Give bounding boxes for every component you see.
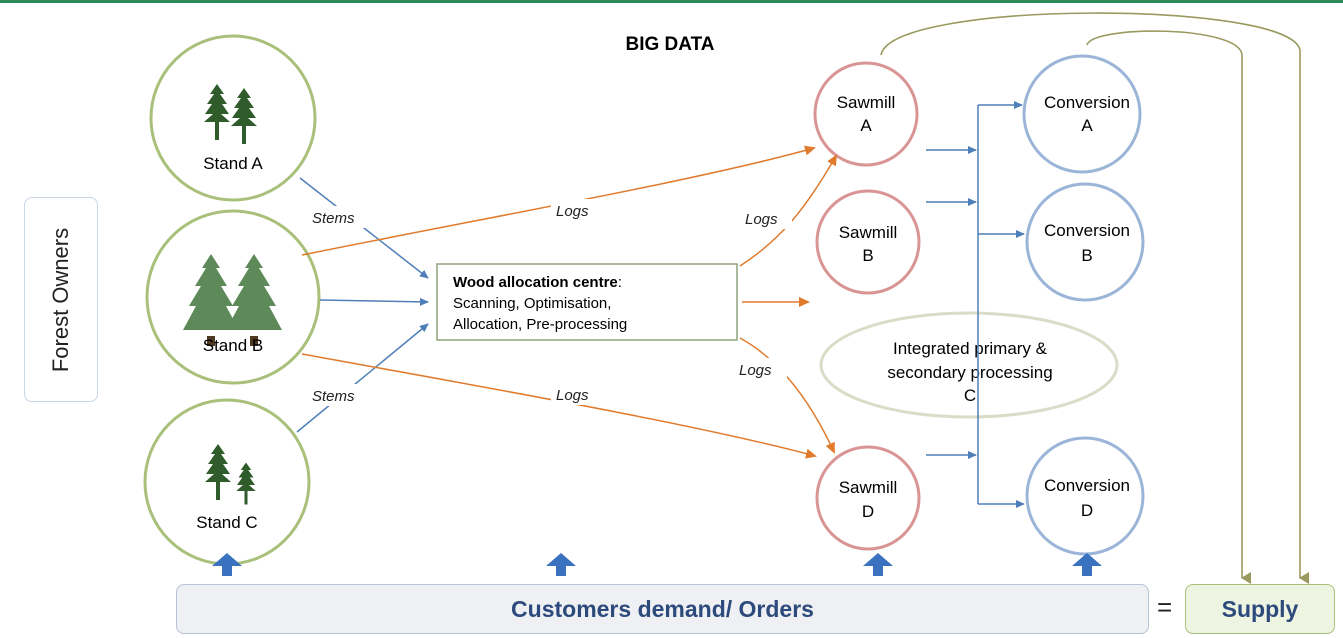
- sawmill-a-circle: [813, 61, 919, 167]
- diagram-title: BIG DATA: [625, 34, 714, 55]
- logs-top-label: Logs: [556, 203, 589, 220]
- equals-sign: =: [1157, 592, 1173, 622]
- centre-line-2: Allocation, Pre-processing: [453, 316, 627, 333]
- logs-arrow-stand-b-to-sawmill-a: [301, 145, 816, 256]
- supply-arrow-outer: [880, 12, 1309, 584]
- stems-arrow-stand-b: [319, 297, 429, 306]
- logs-arrow-centre-to-sawmill-d: [739, 337, 835, 454]
- centre-line-1: Scanning, Optimisation,: [453, 295, 611, 312]
- sawmill-b-name: Sawmill: [839, 223, 898, 242]
- integrated-line-3: C: [964, 386, 976, 405]
- logs-right-bottom-label: Logs: [739, 362, 772, 379]
- logs-bottom-label-bg: [551, 383, 603, 405]
- wood-allocation-centre-box: [436, 263, 738, 341]
- supply-arrow-inner: [1086, 30, 1251, 584]
- stems-top-label: Stems: [312, 210, 355, 227]
- demand-arrow-sawmills: [863, 553, 893, 576]
- stand-c-label: Stand C: [196, 513, 257, 532]
- conversion-b-letter: B: [1081, 246, 1092, 265]
- sawmill-d-letter: D: [862, 502, 874, 521]
- conversion-b-circle: [1025, 182, 1145, 302]
- logs-right-top-label: Logs: [745, 211, 778, 228]
- forest-owners-box: Forest Owners: [24, 197, 98, 402]
- conversion-a-letter: A: [1081, 116, 1093, 135]
- stand-b-circle: [145, 209, 321, 385]
- conversion-b-name: Conversion: [1044, 221, 1130, 240]
- logs-top-label-bg: [551, 199, 603, 221]
- demand-arrow-conversions: [1072, 553, 1102, 576]
- supply-box: Supply: [1185, 584, 1335, 634]
- stems-top-label-bg: [312, 206, 372, 228]
- integrated-line-1: Integrated primary &: [893, 339, 1048, 358]
- conversion-d-name: Conversion: [1044, 476, 1130, 495]
- logs-bottom-label: Logs: [556, 387, 589, 404]
- customers-demand-bar: Customers demand/ Orders: [176, 584, 1149, 634]
- demand-arrow-centre: [546, 553, 576, 576]
- top-accent-bar: [0, 0, 1343, 3]
- sawmill-d-circle: [815, 445, 921, 551]
- conversion-d-letter: D: [1081, 501, 1093, 520]
- sawmill-b-letter: B: [862, 246, 873, 265]
- stems-bottom-label: Stems: [312, 388, 355, 405]
- stems-bottom-label-bg: [312, 384, 372, 406]
- stand-a-label: Stand A: [203, 154, 263, 173]
- conversion-d-circle: [1025, 436, 1145, 556]
- conversion-a-circle: [1022, 54, 1142, 174]
- centre-title-text: Wood allocation centre: [453, 274, 618, 291]
- sawmill-d-name: Sawmill: [839, 478, 898, 497]
- conversion-a-name: Conversion: [1044, 93, 1130, 112]
- integrated-line-2: secondary processing: [887, 363, 1052, 382]
- forest-owners-label: Forest Owners: [48, 227, 74, 372]
- centre-title-colon: :: [618, 274, 622, 291]
- stems-arrow-stand-c: [296, 323, 429, 433]
- centre-title: Wood allocation centre:: [453, 274, 622, 291]
- logs-right-bottom-label-bg: [735, 358, 787, 380]
- integrated-processing-ellipse: [819, 311, 1119, 419]
- logs-arrow-stand-b-to-sawmill-d: [301, 353, 817, 459]
- sawmill-b-circle: [815, 189, 921, 295]
- stand-b-label: Stand B: [203, 336, 264, 355]
- sawmill-a-letter: A: [860, 116, 872, 135]
- demand-arrow-stands: [212, 553, 242, 576]
- logs-right-top-label-bg: [740, 207, 792, 229]
- sawmill-a-name: Sawmill: [837, 93, 896, 112]
